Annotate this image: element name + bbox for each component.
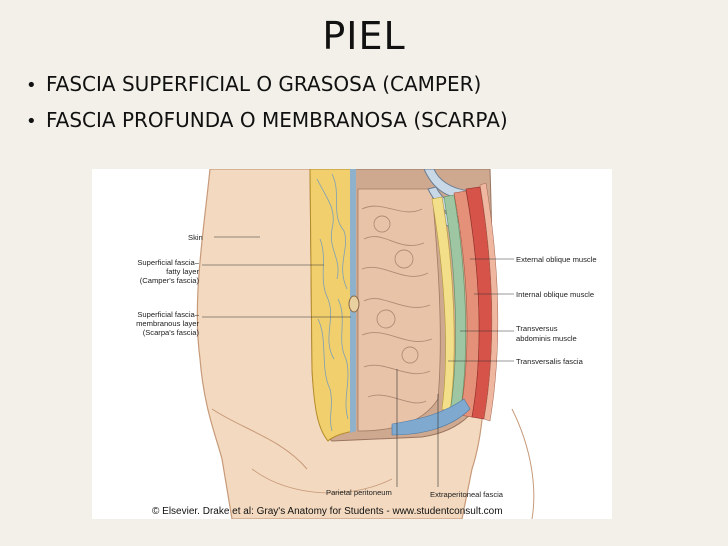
- slide-title: PIEL: [322, 14, 406, 58]
- intestines: [357, 188, 441, 432]
- label-transversalis: Transversalis fascia: [516, 357, 584, 366]
- bullet-list: • FASCIA SUPERFICIAL O GRASOSA (CAMPER) •…: [26, 66, 508, 138]
- label-camper-line1: Superficial fascia–: [137, 258, 199, 267]
- label-scarpa-line1: Superficial fascia–: [137, 310, 199, 319]
- lower-wall-layers: [391, 398, 471, 436]
- label-camper-line2: fatty layer: [166, 267, 199, 276]
- label-scarpa-line2: membranous layer: [136, 319, 199, 328]
- bullet-dot-icon: •: [26, 75, 37, 96]
- bullet-text: FASCIA PROFUNDA O MEMBRANOSA (SCARPA): [46, 108, 508, 132]
- anatomy-figure: Skin Superficial fascia– fatty layer (Ca…: [92, 169, 612, 519]
- label-transversus-line2: abdominis muscle: [516, 334, 577, 343]
- umbilicus: [348, 295, 360, 313]
- label-camper-line3: (Camper's fascia): [140, 276, 200, 285]
- label-scarpa-line3: (Scarpa's fascia): [143, 328, 200, 337]
- leader-lines: [202, 236, 514, 487]
- camper-fatty-layer: [309, 169, 355, 442]
- label-transversus-line1: Transversus: [516, 324, 558, 333]
- abdominal-wall-illustration: Skin Superficial fascia– fatty layer (Ca…: [136, 169, 597, 519]
- figure-credit: © Elsevier. Drake et al: Gray's Anatomy …: [152, 506, 503, 517]
- label-external-oblique: External oblique muscle: [516, 255, 597, 264]
- label-skin: Skin: [188, 233, 203, 242]
- bullet-item: • FASCIA SUPERFICIAL O GRASOSA (CAMPER): [26, 66, 508, 102]
- external-oblique-outer: [479, 182, 499, 422]
- label-extraperitoneal: Extraperitoneal fascia: [430, 490, 504, 499]
- left-hip-line: [211, 408, 308, 470]
- bullet-item: • FASCIA PROFUNDA O MEMBRANOSA (SCARPA): [26, 102, 508, 138]
- bullet-dot-icon: •: [26, 111, 37, 132]
- label-parietal-peritoneum: Parietal peritoneum: [326, 488, 392, 497]
- bullet-text: FASCIA SUPERFICIAL O GRASOSA (CAMPER): [46, 72, 482, 96]
- intestine-folds: [361, 205, 433, 404]
- label-internal-oblique: Internal oblique muscle: [516, 290, 594, 299]
- right-hip-line: [511, 408, 535, 519]
- pubic-line: [251, 468, 393, 494]
